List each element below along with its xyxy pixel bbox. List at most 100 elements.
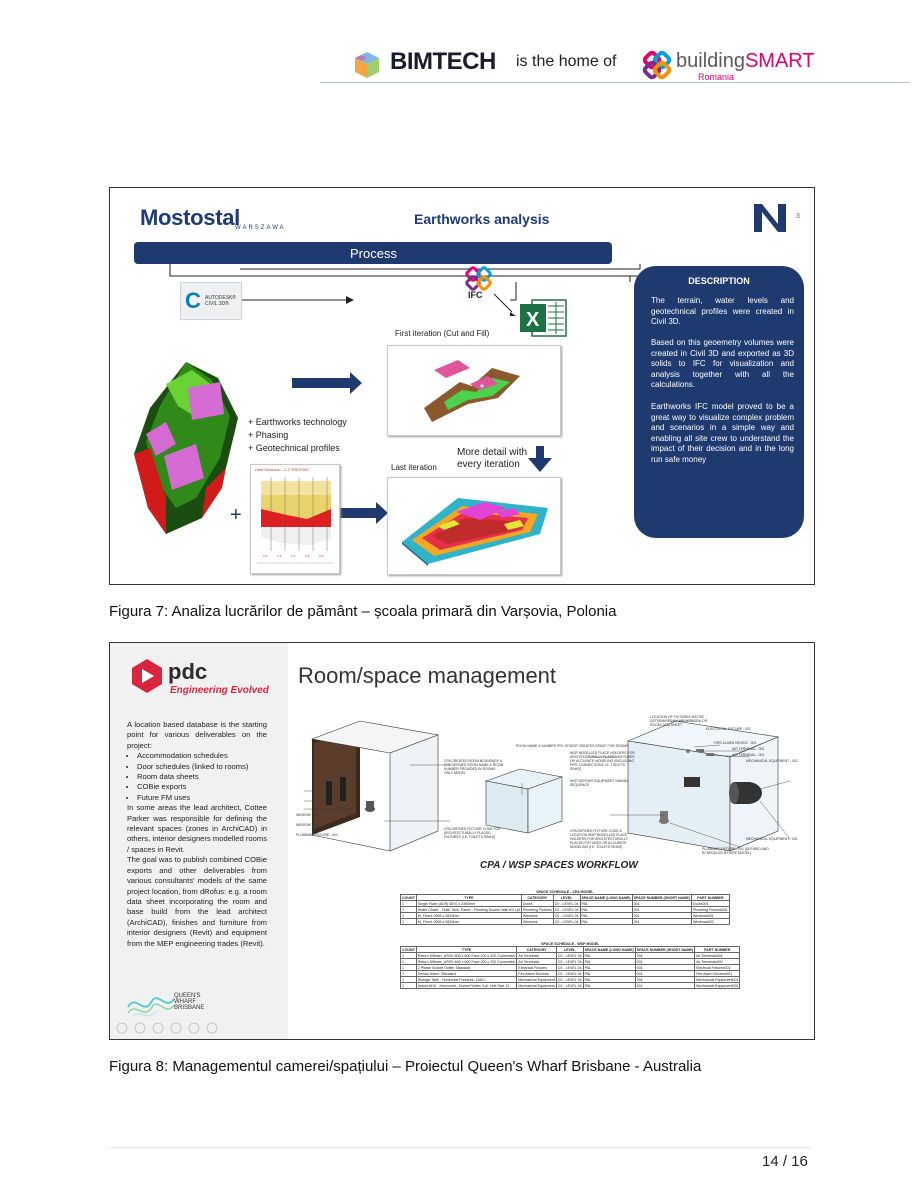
- bullet-item: + Phasing: [248, 430, 289, 440]
- pdc-logo-icon: [132, 659, 162, 693]
- annotation-window-1: WINDOW - 001: [296, 813, 320, 817]
- table-cell: PAL: [579, 918, 633, 925]
- paragraph: In some areas the lead architect, Cottee…: [127, 803, 267, 854]
- table-cell: 1: [400, 982, 417, 989]
- workflow-title: CPA / WSP SPACES WORKFLOW: [480, 860, 638, 871]
- last-iteration-label: Last iteration: [391, 463, 437, 472]
- figure-8-caption: Figura 8: Managementul camerei/spațiului…: [109, 1058, 702, 1075]
- bullet-item: + Geotechnical profiles: [248, 443, 340, 453]
- list-item: Future FM uses: [137, 793, 267, 803]
- table-cell: Windows: [520, 918, 554, 925]
- ifc-label: IFC: [468, 290, 483, 300]
- figure-room-space-management: pdc Engineering Evolved A location based…: [109, 642, 815, 1040]
- table-cell: C0 - LEVEL 04: [555, 982, 584, 989]
- process-label: Process: [350, 246, 397, 261]
- buildingsmart-logo-icon: [642, 50, 672, 80]
- buildingsmart-wordmark: buildingSMART: [676, 50, 815, 72]
- profile-drawing: 2-2 2-2 2-2 2-2 2-2: [257, 477, 333, 564]
- annotation-wsp-defined: WSP DEFINES EQUIPMENT NAMING SEQUENCE: [570, 779, 629, 787]
- table-cell: C0 - LEVEL 04: [552, 918, 581, 925]
- annotation-location: LOCATION OF FIXTURES MAY BE DETERMINED B…: [650, 715, 708, 727]
- table-cell: Windows002: [691, 918, 730, 925]
- mostostal-logo: Mostostal: [140, 205, 240, 230]
- detailed-model-image: [402, 498, 548, 566]
- table-caption: SPACE SCHEDULE - WSP MODEL: [541, 941, 600, 946]
- svg-text:2-2: 2-2: [291, 554, 296, 558]
- description-paragraph: The terrain, water levels and geotechnic…: [651, 296, 794, 327]
- annotation-electrical: ELECTRICAL FIXTURE - 001: [706, 727, 751, 731]
- pdc-sidebar: [110, 643, 288, 1039]
- brand-line: BRISBANE: [174, 1005, 205, 1011]
- list-item: COBie exports: [137, 782, 267, 792]
- annotation-cpa-defined-code: CPA DEFINED FIXTURE CODE & LOCATION WSP …: [570, 829, 628, 849]
- cut-fill-model-image: [424, 360, 520, 422]
- table-cell: 001: [634, 982, 696, 989]
- process-bar: [134, 242, 612, 264]
- bullet-item: + Earthworks technology: [248, 417, 347, 427]
- table-cell: Indoor AHU - Horizontal - Ducted Water C…: [415, 982, 518, 989]
- annotation-plumbing: PLUMBING FIXTURE - 001: [296, 833, 338, 837]
- cpa-space-schedule: SPACE SCHEDULE - CPA MODEL COUNT TYPE CA…: [400, 889, 730, 925]
- header-divider: [320, 82, 910, 83]
- footer-divider: [109, 1147, 810, 1148]
- list-item: Accommodation schedules: [137, 751, 267, 761]
- description-paragraph: Earthworks IFC model proved to be a grea…: [651, 402, 794, 464]
- svg-text:2-2: 2-2: [319, 554, 324, 558]
- table-cell: 1: [400, 918, 417, 925]
- list-item: Door schedules (linked to rooms): [137, 762, 267, 772]
- page-number: 14 / 16: [762, 1153, 808, 1170]
- annotation-cpa-created: CPA CREATED ROOM BOUNDARY & CPA DEFINED …: [444, 759, 504, 775]
- table-cell: Mechanical Equipment002: [694, 982, 741, 989]
- table-cell: Mechanical Equipment: [516, 982, 557, 989]
- civil3d-label: AUTODESK® CIVIL 3D®: [205, 295, 237, 307]
- spaces-workflow-diagram: [304, 720, 791, 852]
- bimtech-logo-icon: [355, 52, 379, 78]
- pdc-body-text: A location based database is the startin…: [127, 720, 267, 949]
- mostostal-mark-icon: [754, 204, 786, 232]
- slide-controls: [116, 1022, 218, 1034]
- annotation-cpa-fixture: CPA DEFINED FIXTURE CODE FOR ARCHITECTUR…: [444, 827, 501, 839]
- plus-sign: +: [230, 504, 242, 526]
- earthworks-bullets: + Earthworks technology + Phasing + Geot…: [248, 416, 347, 455]
- slide-title: Earthworks analysis: [414, 211, 550, 227]
- civil3d-icon: C: [185, 288, 201, 313]
- table-cell: M_Fixed: 0905 x 0810mm: [415, 918, 522, 925]
- annotation-fire-alarm: FIRE ALARM DEVICE - 001: [714, 741, 757, 745]
- annotation-wsp-modelled: WSP MODELLED PLACE HOLDERS FOR ARCHITECT…: [570, 751, 635, 771]
- annotation-room-name: ROOM NAME & NUMBER PRL 007: [516, 744, 571, 748]
- figure-7-caption: Figura 7: Analiza lucrărilor de pământ –…: [109, 603, 617, 620]
- civil3d-badge: C AUTODESK® CIVIL 3D®: [180, 282, 242, 320]
- intro-text: A location based database is the startin…: [127, 720, 267, 750]
- table-cell: PAL: [582, 982, 636, 989]
- description-paragraph: Based on this geoemetry volumes were cre…: [651, 338, 794, 390]
- svg-text:2-2: 2-2: [277, 554, 282, 558]
- annotation-mech-eq-1: MECHANICAL EQUIPMENT - 001: [746, 837, 798, 841]
- buildingsmart-country: Romania: [698, 72, 735, 82]
- description-panel: DESCRIPTION The terrain, water levels an…: [634, 266, 804, 538]
- terrain-model-image: [134, 362, 238, 534]
- pdc-tagline: Engineering Evolved: [170, 685, 269, 696]
- queens-wharf-wordmark: QUEEN'S WHARF BRISBANE: [174, 993, 204, 1011]
- wsp-space-schedule: SPACE SCHEDULE - WSP MODEL COUNT TYPE CA…: [400, 941, 741, 989]
- ifc-logo-icon: [465, 266, 492, 291]
- svg-text:2-2: 2-2: [305, 554, 310, 558]
- list-item: Room data sheets: [137, 772, 267, 782]
- annotation-air-terminal-1: AIR TERMINAL - 001: [732, 753, 765, 757]
- pdc-wordmark: pdc: [168, 659, 208, 684]
- annotation-mech-eq-2: MECHANICAL EQUIPMENT - 002: [746, 759, 798, 763]
- home-of-text: is the home of: [516, 53, 617, 70]
- svg-text:2-2: 2-2: [263, 554, 268, 558]
- brand-line: WHARF: [174, 999, 196, 1005]
- mostostal-logo-sub: WARSZAWA: [235, 225, 286, 231]
- svg-text:X: X: [526, 309, 540, 331]
- deliverables-list: Accommodation schedules Door schedules (…: [127, 751, 267, 803]
- paragraph: The goal was to publish combined COBie e…: [127, 855, 267, 948]
